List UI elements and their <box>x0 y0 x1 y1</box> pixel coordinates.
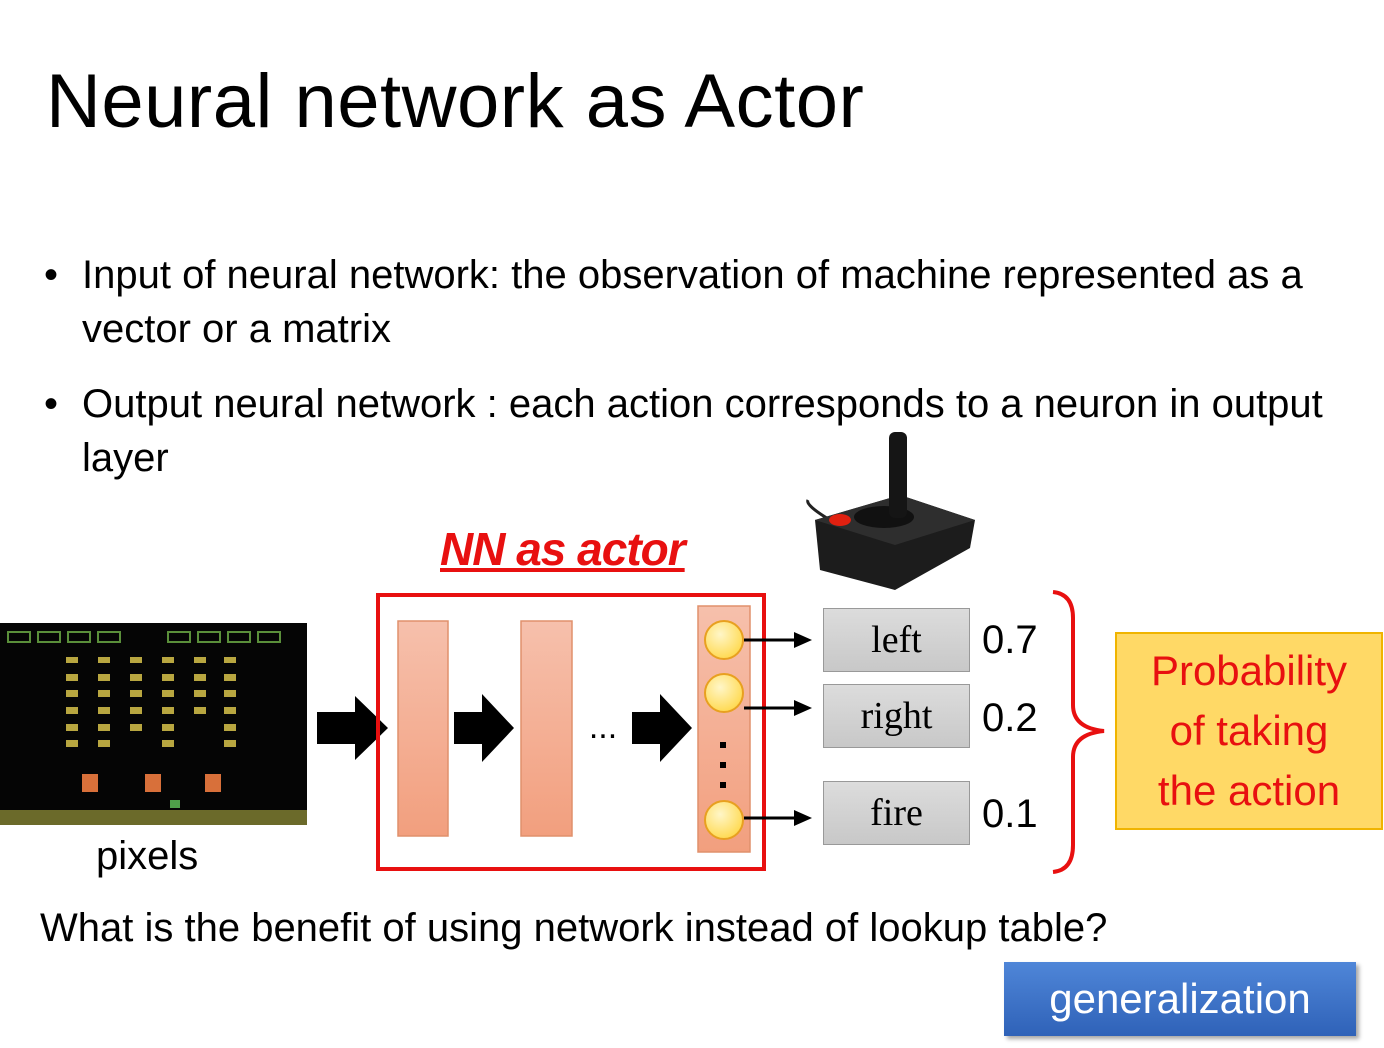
hidden-layer-1 <box>397 620 449 837</box>
action-left-box: left <box>823 608 970 672</box>
space-invaders-screenshot <box>0 623 307 825</box>
output-neuron-right <box>704 673 744 713</box>
hidden-ellipsis: ... <box>589 708 617 746</box>
output-neuron-fire <box>704 800 744 840</box>
probability-left: 0.7 <box>982 618 1038 662</box>
layer-arrow-icon <box>454 694 514 762</box>
curly-brace-icon <box>1052 590 1105 874</box>
joystick-image <box>806 432 975 590</box>
layer-arrow-icon <box>632 694 692 762</box>
bullet-dot: • <box>44 253 59 297</box>
pixels-label: pixels <box>96 834 199 878</box>
probability-callout-line: Probability <box>1150 647 1348 694</box>
bullet-dot: • <box>44 382 59 426</box>
nn-as-actor-label: NN as actor <box>440 523 686 575</box>
output-neuron-left <box>704 620 744 660</box>
bullet-text: Output neural network : each action corr… <box>82 382 1323 480</box>
input-arrow-icon <box>317 696 388 760</box>
nn-frame <box>376 593 766 871</box>
question-text: What is the benefit of using network ins… <box>40 906 1108 950</box>
probability-callout-line: of taking <box>1169 707 1329 754</box>
output-arrows <box>744 632 812 826</box>
action-fire-box: fire <box>823 781 970 845</box>
slide-title: Neural network as Actor <box>46 59 865 144</box>
probability-callout-line: the action <box>1157 767 1341 814</box>
hidden-layer-2 <box>520 620 573 837</box>
vertical-ellipsis-icon <box>720 742 726 788</box>
probability-right: 0.2 <box>982 696 1038 740</box>
bullet-text: Input of neural network: the observation… <box>82 253 1303 351</box>
generalization-button[interactable]: generalization <box>1004 962 1356 1036</box>
action-right-box: right <box>823 684 970 748</box>
probability-fire: 0.1 <box>982 792 1038 836</box>
probability-callout: Probability of taking the action <box>1115 632 1383 830</box>
